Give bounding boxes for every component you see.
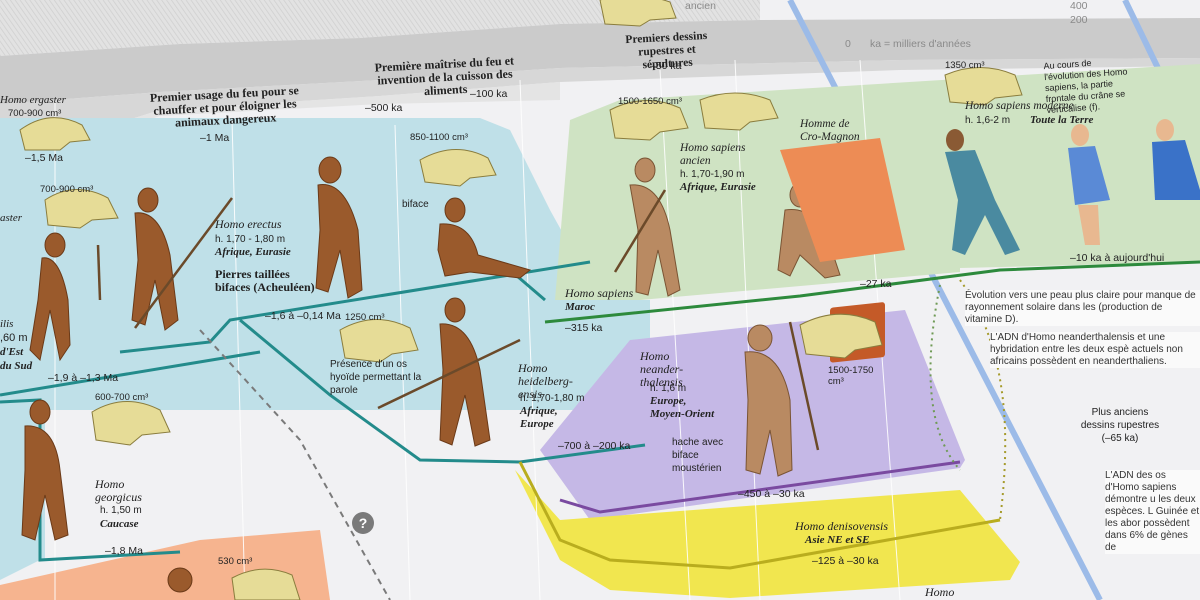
denisova-region: Asie NE et SE [805, 534, 870, 546]
skull-georgicus [91, 401, 171, 446]
skull-modern [944, 67, 1023, 106]
heidelberg-cranial: 1250 cm³ [345, 312, 385, 323]
question-icon: ? [352, 512, 374, 534]
neander-tool: hache avec biface moustérien [672, 437, 724, 474]
tick-50ka: –50 ka [650, 60, 682, 72]
heidelberg-region: Afrique, Europe [520, 405, 558, 430]
unit-label: ka = milliers d'années [870, 38, 971, 50]
region-yellow [515, 470, 1020, 598]
skull-sapiens-b [699, 92, 779, 131]
lineage-line-yellow [518, 461, 1001, 570]
tick-500ka: –500 ka [365, 102, 403, 114]
erectus-cranial-a: 700-900 cm³ [40, 184, 94, 195]
habilis-line-2: ,60 m [0, 332, 28, 344]
modern-note: Au cours de l'évolution des Homo sapiens… [1043, 57, 1128, 116]
erectus-cranial-b: 850-1100 cm³ [410, 132, 468, 143]
sapiens-maroc-name: Homo sapiens [565, 286, 634, 300]
tick-1-5ma: –1,5 Ma [25, 152, 63, 164]
sapiens-ancien-cranial: 1500-1650 cm³ [618, 96, 682, 107]
skull-erectus [419, 149, 497, 187]
heidelberg-dates: –700 à –200 ka [558, 440, 631, 452]
erectus-region: Afrique, Eurasie [215, 246, 291, 258]
georgicus-name: Homo georgicus [95, 477, 142, 504]
uncertain-link [199, 329, 391, 600]
heidelberg-note: Présence d'un os hyoïde permettant la pa… [330, 359, 422, 396]
sapiens-maroc-dates: –315 ka [565, 322, 603, 334]
cromagnon-dates: –27 ka [860, 278, 892, 290]
neander-height: h. 1,6 m [650, 383, 687, 394]
habilis-line-4: du Sud [0, 360, 33, 372]
note-cave: Plus anciens dessins rupestres (–65 ka) [1080, 407, 1160, 444]
georgicus-cranial: 600-700 cm³ [95, 392, 149, 403]
timeline-lower-band [0, 58, 1200, 160]
skull-heidelbergensis [339, 319, 419, 363]
ergaster-fragment: aster [0, 212, 22, 224]
skull-bottom [231, 568, 301, 600]
georgicus-height: h. 1,50 m [100, 505, 142, 516]
bottom-fragment: Homo [925, 585, 955, 599]
timeline-grey-band [0, 18, 1200, 104]
erectus-tool-label: biface [402, 199, 429, 210]
ergaster-name: Homo ergaster [0, 94, 66, 106]
note-skin: Évolution vers une peau plus claire pour… [965, 290, 1200, 326]
georgicus-dates: –1,8 Ma [105, 545, 143, 557]
note-adn-denisova: L'ADN des os d'Homo sapiens démontre u l… [1105, 470, 1200, 554]
first-dates: –1,9 à –1,3 Ma [48, 372, 119, 384]
heidelberg-name: Homo heidelberg-ensis [518, 361, 573, 401]
erectus-tool-name: Pierres taillées bifaces (Acheuléen) [215, 267, 315, 294]
modern-dates: –10 ka à aujourd'hui [1070, 252, 1165, 264]
denisova-dates: –125 à –30 ka [812, 555, 879, 567]
tick-1ma: –1 Ma [200, 132, 230, 144]
habilis-line-3: d'Est [0, 346, 24, 358]
scale-0: 0 [845, 38, 851, 50]
denisova-name: Homo denisovensis [795, 519, 888, 533]
neander-region: Europe, Moyen-Orient [650, 395, 715, 420]
sapiens-ancien-height: h. 1,70-1,90 m [680, 169, 745, 180]
habilis-line-1: ilis [0, 318, 14, 330]
lineage-line-green [544, 260, 1200, 324]
scale-400: 400 [1070, 0, 1088, 12]
neander-name: Homo neander-thalensis [640, 349, 684, 389]
skull-top [599, 0, 677, 27]
erectus-height: h. 1,70 - 1,80 m [215, 234, 286, 245]
modern-name: Homo sapiens moderne [965, 100, 1074, 112]
bottom-cranial: 530 cm³ [218, 556, 253, 567]
note-adn-neander: L'ADN d'Homo neanderthalensis et une hyb… [990, 332, 1200, 368]
erectus-dates: –1,6 à –0,14 Ma [265, 310, 341, 322]
modern-cranial: 1350 cm³ [945, 60, 985, 71]
scale-200: 200 [1070, 14, 1088, 26]
georgicus-region: Caucase [100, 518, 139, 530]
neander-cranial: 1500-1750 cm³ [828, 365, 874, 387]
timeline-hatch-band [0, 0, 760, 56]
skull-habilis [44, 189, 119, 229]
skull-neanderthal [799, 313, 883, 359]
cave-painting [780, 138, 905, 262]
skull-sapiens-a [609, 99, 689, 141]
top-species-fragment: ancien [685, 0, 716, 12]
ergaster-cranial: 700-900 cm³ [8, 108, 62, 119]
erectus-name: Homo erectus [215, 217, 282, 231]
tick-100ka: –100 ka [470, 88, 508, 100]
sapiens-ancien-region: Afrique, Eurasie [680, 181, 756, 193]
modern-region: Toute la Terre [1030, 114, 1094, 126]
lineage-line-purple [559, 460, 961, 514]
sapiens-maroc-region: Maroc [565, 301, 595, 313]
heidelberg-height: h. 1,70-1,80 m [520, 393, 585, 404]
skull-ergaster [19, 117, 91, 151]
neander-dates: –450 à –30 ka [738, 488, 805, 500]
sapiens-ancien-name: Homo sapiens ancien [680, 142, 746, 167]
modern-height: h. 1,6-2 m [965, 115, 1011, 126]
cromagnon-name: Homme de Cro-Magnon [800, 118, 860, 143]
